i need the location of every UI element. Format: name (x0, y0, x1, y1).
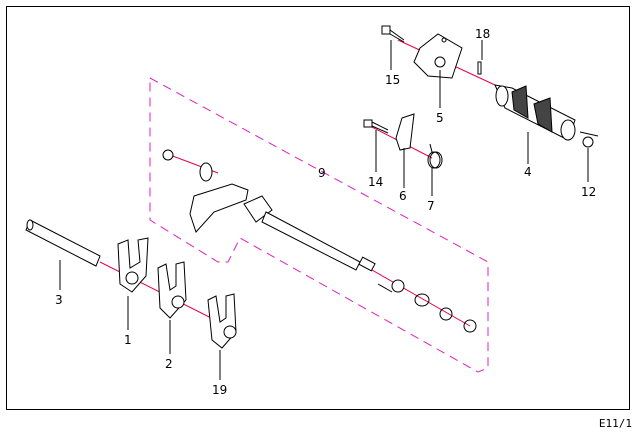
callout-4: 4 (524, 165, 532, 179)
shift-drum-part-4 (494, 84, 576, 141)
callout-6: 6 (399, 189, 407, 203)
bolt-part-14 (363, 119, 389, 134)
washers (414, 293, 477, 333)
callout-9: 9 (318, 166, 326, 180)
fork-shaft-part-3 (25, 219, 101, 267)
diagram-frame (6, 6, 630, 410)
fork-boss-part-19 (223, 325, 237, 339)
callout-12: 12 (581, 185, 596, 199)
figure-code: E11/1 (598, 417, 632, 430)
shift-shaft-assembly-part-9 (162, 149, 405, 293)
bolt-part-15 (381, 25, 405, 43)
spring-part-7 (427, 143, 443, 169)
callout-15: 15 (385, 73, 400, 87)
callout-19: 19 (212, 383, 227, 397)
leader-lines (59, 40, 589, 380)
plate-part-5 (413, 33, 463, 79)
callout-3: 3 (55, 293, 63, 307)
callout-18: 18 (475, 27, 490, 41)
assembly-outline (149, 77, 489, 373)
callout-7: 7 (427, 199, 435, 213)
lever-part-6 (395, 113, 415, 151)
callout-5: 5 (436, 111, 444, 125)
shift-fork-part-2 (157, 261, 187, 319)
callout-1: 1 (124, 333, 132, 347)
shift-fork-part-19 (207, 293, 237, 349)
shift-fork-part-1 (117, 237, 149, 293)
fork-boss-part-1 (125, 271, 139, 285)
callout-2: 2 (165, 357, 173, 371)
pin-part-18 (477, 61, 482, 75)
fork-boss-part-2 (171, 295, 185, 309)
callout-14: 14 (368, 175, 383, 189)
clip-part-12 (579, 131, 599, 148)
